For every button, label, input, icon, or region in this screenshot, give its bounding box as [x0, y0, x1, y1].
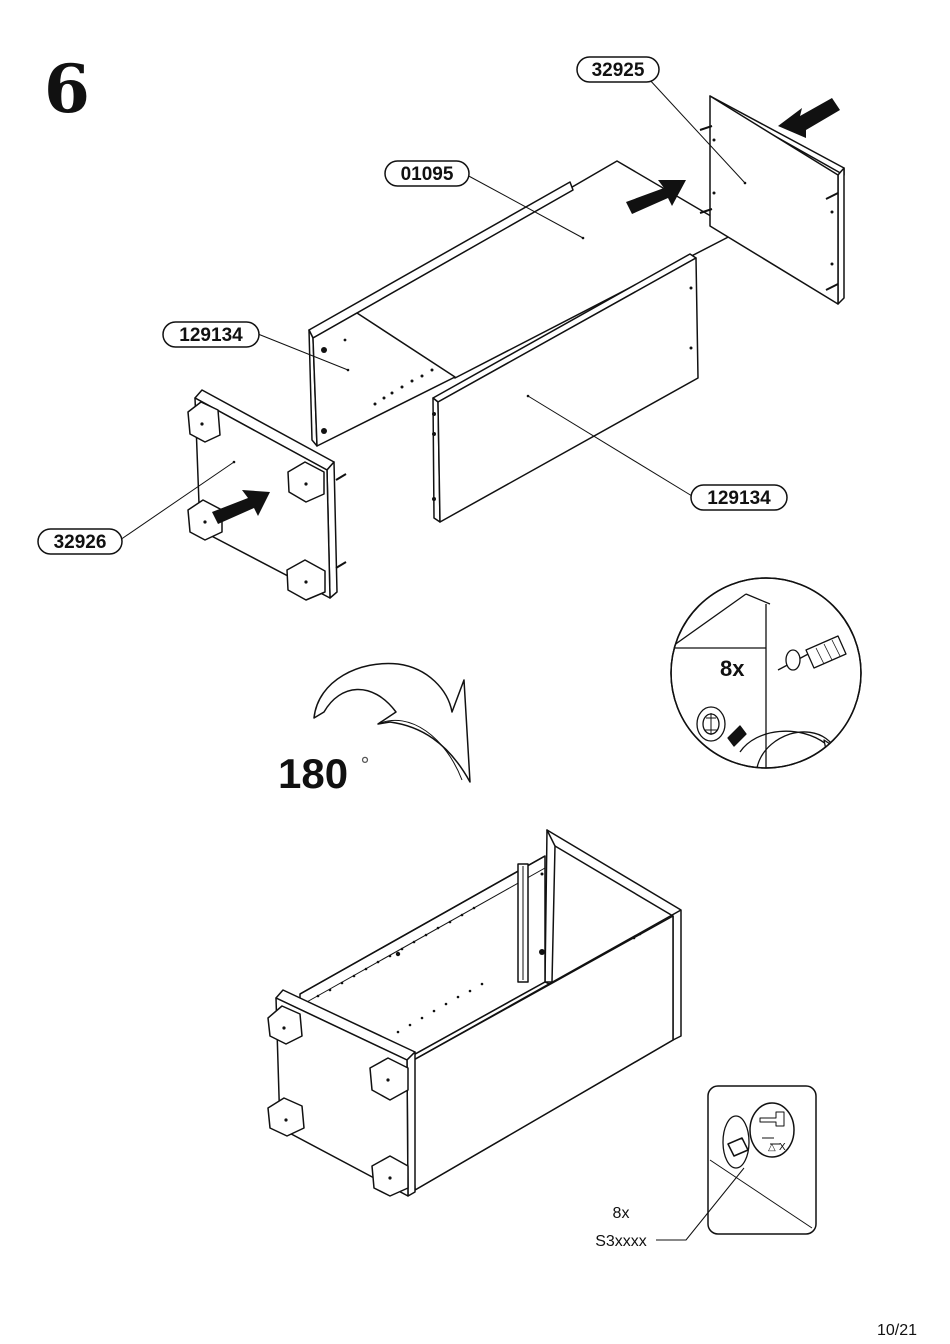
right-side-panel	[432, 253, 699, 523]
detail-bottom-quantity: 8x	[613, 1205, 630, 1222]
detail-cover-cap: △ X	[707, 1085, 817, 1235]
arrow-bottom-panel	[626, 180, 686, 214]
part-label-01095: 01095	[384, 160, 470, 187]
svg-text:32925: 32925	[592, 60, 645, 81]
rear-panel	[699, 95, 845, 305]
leader-lines	[119, 77, 747, 541]
rotation-value: 180	[278, 750, 348, 797]
left-side-panel	[308, 181, 574, 447]
cover-cap-leader	[656, 1167, 745, 1241]
detail-top-quantity: 8x	[720, 656, 745, 681]
svg-text:01095: 01095	[401, 164, 454, 185]
rotation-arrow-icon	[313, 662, 471, 783]
svg-text:△ X: △ X	[768, 1142, 786, 1153]
detail-cam-bolt	[670, 577, 862, 769]
assembled-carcass	[267, 829, 682, 1197]
page-number: 10/21	[877, 1322, 917, 1339]
detail-bottom-code: S3xxxx	[595, 1233, 647, 1250]
part-label-32925: 32925	[576, 56, 660, 83]
arrow-front-panel	[212, 490, 270, 524]
svg-text:129134: 129134	[179, 325, 243, 346]
part-label-32926: 32926	[37, 528, 123, 555]
arrow-rear-panel	[778, 98, 840, 138]
svg-text:32926: 32926	[54, 532, 107, 553]
rotation-unit: °	[360, 753, 370, 777]
part-label-129134-left: 129134	[162, 321, 260, 348]
svg-text:129134: 129134	[707, 488, 771, 509]
step-number: 6	[44, 50, 90, 128]
part-label-129134-right: 129134	[690, 484, 788, 511]
